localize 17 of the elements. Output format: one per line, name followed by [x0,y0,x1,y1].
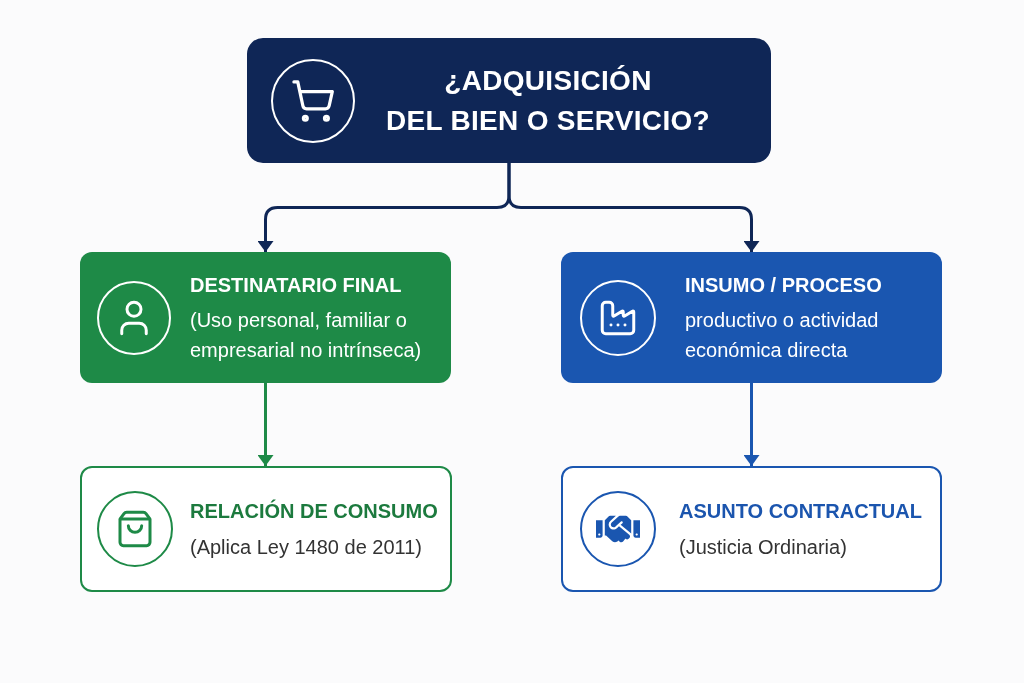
box-title: RELACIÓN DE CONSUMO [190,498,439,524]
question-text: ¿ADQUISICIÓN DEL BIEN O SERVICIO? [385,63,711,138]
arrow [743,383,760,466]
arrow [507,163,760,252]
category-box [80,252,451,383]
result-box [80,466,452,592]
box-title: INSUMO / PROCESO [685,272,883,298]
result-box [561,466,942,592]
box-title: DESTINATARIO FINAL [190,272,403,298]
box-description: (Uso personal, familiar o empresarial no intrínseca) [190,307,423,363]
arrow [257,383,274,466]
box-description: (Justicia Ordinaria) [679,535,848,560]
category-box [561,252,942,383]
box-title: ASUNTO CONTRACTUAL [679,499,923,524]
question-box [247,38,771,163]
box-description: productivo o actividad económica directa [685,307,880,363]
box-description: (Aplica Ley 1480 de 2011) [190,535,423,560]
